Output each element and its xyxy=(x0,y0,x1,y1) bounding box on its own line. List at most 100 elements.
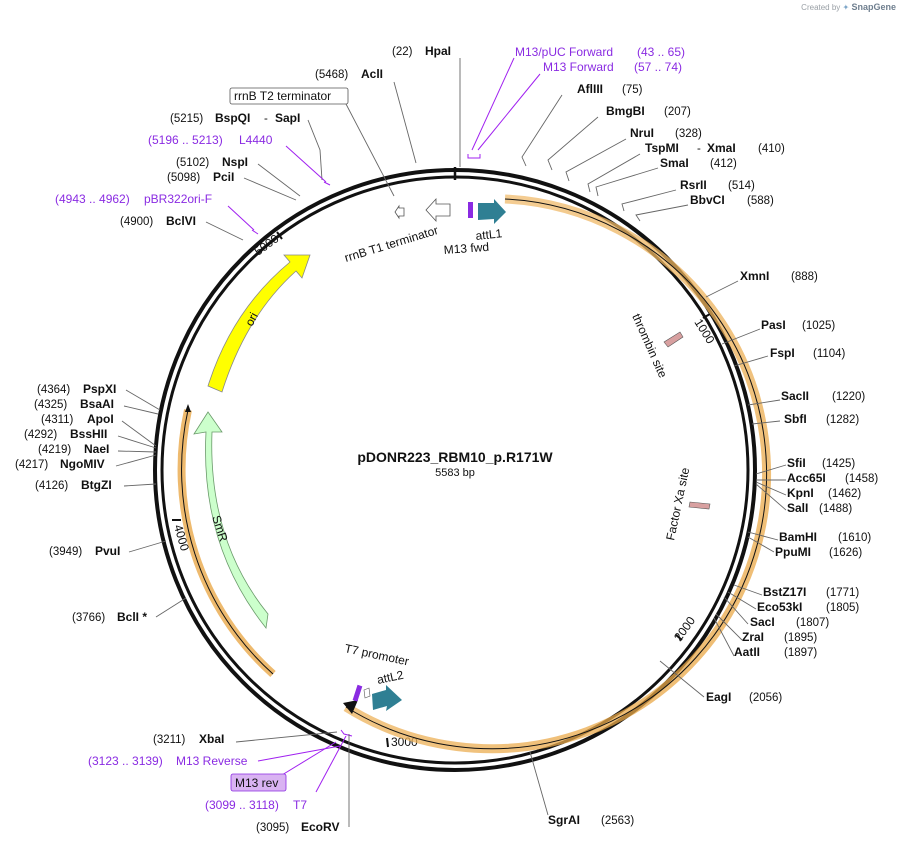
enzyme-SmaI[interactable]: SmaI (412) xyxy=(660,156,737,170)
enzyme-BspQI-SapI[interactable]: (5215) BspQI - SapI xyxy=(170,111,300,125)
enzyme-AflIII-pos: (75) xyxy=(622,84,643,96)
enzyme-RsrII-pos: (514) xyxy=(728,180,755,192)
attL1-label: attL1 xyxy=(475,226,503,243)
primer-m13-puc-forward-name: M13/pUC Forward xyxy=(515,45,613,59)
primer-m13-reverse[interactable]: (3123 .. 3139) M13 Reverse xyxy=(88,754,248,768)
enzyme-ApoI[interactable]: (4311) ApoI xyxy=(41,412,114,426)
enzyme-Acc65I[interactable]: Acc65I (1458) xyxy=(787,471,878,485)
enzyme-PciI-pos: (5098) xyxy=(167,172,200,184)
smr-feature[interactable] xyxy=(193,411,269,629)
attL2-feature[interactable] xyxy=(372,685,402,711)
enzyme-BclVI[interactable]: (4900) BclVI xyxy=(120,214,196,228)
thrombin-site-feature[interactable] xyxy=(663,331,684,348)
enzyme-NaeI[interactable]: (4219) NaeI xyxy=(38,442,109,456)
enzyme-NruI[interactable]: NruI (328) xyxy=(630,126,702,140)
orf-arc[interactable] xyxy=(343,194,771,754)
plasmid-name: pDONR223_RBM10_p.R171W xyxy=(357,449,553,465)
enzyme-FspI[interactable]: FspI (1104) xyxy=(770,346,846,360)
enzyme-PasI-name: PasI xyxy=(761,318,786,332)
m13-rev-feature[interactable] xyxy=(352,684,363,702)
enzyme-ZraI-name: ZraI xyxy=(742,630,764,644)
enzyme-PasI[interactable]: PasI (1025) xyxy=(761,318,835,332)
enzyme-RsrII[interactable]: RsrII (514) xyxy=(680,178,755,192)
m13-fwd-feature[interactable] xyxy=(468,202,473,218)
primer-m13-puc-forward[interactable]: M13/pUC Forward (43 .. 65) xyxy=(515,45,685,59)
primer-pBR322ori-F[interactable]: (4943 .. 4962) pBR322ori-F xyxy=(55,192,212,206)
enzyme-SbfI[interactable]: SbfI (1282) xyxy=(784,412,859,426)
enzyme-TspMI-XmaI[interactable]: TspMI - XmaI (410) xyxy=(645,141,785,155)
enzyme-NruI-name: NruI xyxy=(630,126,654,140)
enzyme-PspXI[interactable]: (4364) PspXI xyxy=(37,382,116,396)
enzyme-PpuMI[interactable]: PpuMI (1626) xyxy=(775,545,862,559)
enzyme-BstZ17I-name: BstZ17I xyxy=(763,585,806,599)
enzyme-NaeI-pos: (4219) xyxy=(38,444,71,456)
enzyme-NgoMIV-pos: (4217) xyxy=(15,459,48,471)
enzyme-BclVI-pos: (4900) xyxy=(120,216,153,228)
plasmid-size: 5583 bp xyxy=(435,467,475,479)
enzyme-PvuI-pos: (3949) xyxy=(49,546,82,558)
enzyme-BtgZI-pos: (4126) xyxy=(35,480,68,492)
enzyme-SfiI[interactable]: SfiI (1425) xyxy=(787,456,855,470)
primer-m13-forward[interactable]: M13 Forward (57 .. 74) xyxy=(543,60,682,74)
enzyme-XmnI[interactable]: XmnI (888) xyxy=(740,269,818,283)
enzyme-BclVI-name: BclVI xyxy=(166,214,196,228)
attL1-feature[interactable] xyxy=(478,199,506,224)
enzyme-SacI-pos: (1807) xyxy=(796,617,829,629)
enzyme-BtgZI[interactable]: (4126) BtgZI xyxy=(35,478,112,492)
enzyme-SacII[interactable]: SacII (1220) xyxy=(781,389,865,403)
enzyme-EcoRV[interactable]: (3095) EcoRV xyxy=(256,820,339,834)
rrnB-T2-label-box[interactable]: rrnB T2 terminator xyxy=(229,87,349,105)
enzyme-SgrAI-pos: (2563) xyxy=(601,815,634,827)
enzyme-BclI[interactable]: (3766) BclI * xyxy=(72,610,147,624)
enzyme-SacI[interactable]: SacI (1807) xyxy=(750,615,829,629)
enzyme-PasI-pos: (1025) xyxy=(802,320,835,332)
snapgene-brand: SnapGene xyxy=(851,2,896,12)
enzyme-BstZ17I[interactable]: BstZ17I (1771) xyxy=(763,585,859,599)
m13-reverse-primer-mark[interactable] xyxy=(340,729,353,737)
enzyme-PvuI[interactable]: (3949) PvuI xyxy=(49,544,120,558)
pBR322ori-primer-mark[interactable] xyxy=(251,229,259,235)
enzyme-NaeI-name: NaeI xyxy=(84,442,109,456)
rrnB-T1-feature[interactable] xyxy=(425,197,451,223)
m13-rev-box[interactable]: M13 rev xyxy=(230,773,287,792)
smr-label: SmR xyxy=(209,514,231,544)
enzyme-KpnI[interactable]: KpnI (1462) xyxy=(787,486,861,500)
enzyme-AclI[interactable]: (5468) AclI xyxy=(315,67,383,81)
enzyme-BsaAI[interactable]: (4325) BsaAI xyxy=(34,397,114,411)
enzyme-ZraI-pos: (1895) xyxy=(784,632,817,644)
enzyme-SgrAI[interactable]: SgrAI (2563) xyxy=(548,813,634,827)
enzyme-SbfI-name: SbfI xyxy=(784,412,807,426)
enzyme-SalI[interactable]: SalI (1488) xyxy=(787,501,852,515)
enzyme-NgoMIV[interactable]: (4217) NgoMIV xyxy=(15,457,105,471)
enzyme-BbvCI[interactable]: BbvCI (588) xyxy=(690,193,774,207)
m13-forward-primer-mark[interactable] xyxy=(467,154,481,159)
ori-feature[interactable] xyxy=(207,254,311,393)
leader-lines xyxy=(115,57,787,827)
L4440-primer-mark[interactable] xyxy=(323,181,331,186)
factor-xa-feature[interactable] xyxy=(688,501,711,510)
primer-m13-forward-range: (57 .. 74) xyxy=(634,60,682,74)
enzyme-BssHII[interactable]: (4292) BssHII xyxy=(24,427,107,441)
enzyme-BspQI-name: BspQI xyxy=(215,111,250,125)
enzyme-BamHI-name: BamHI xyxy=(779,530,817,544)
enzyme-ZraI[interactable]: ZraI (1895) xyxy=(742,630,817,644)
enzyme-XmnI-pos: (888) xyxy=(791,271,818,283)
enzyme-EagI[interactable]: EagI (2056) xyxy=(706,690,782,704)
t7-promoter-feature[interactable] xyxy=(363,687,371,699)
enzyme-BamHI[interactable]: BamHI (1610) xyxy=(779,530,871,544)
enzyme-PciI[interactable]: (5098) PciI xyxy=(167,170,234,184)
enzyme-AatII-pos: (1897) xyxy=(784,647,817,659)
enzyme-HpaI[interactable]: (22) HpaI xyxy=(392,44,451,58)
primer-T7[interactable]: (3099 .. 3118) T7 xyxy=(205,798,307,812)
enzyme-AflIII[interactable]: AflIII (75) xyxy=(577,82,643,96)
enzyme-XbaI[interactable]: (3211) XbaI xyxy=(153,732,224,746)
primer-m13-reverse-name: M13 Reverse xyxy=(176,754,248,768)
enzyme-NspI[interactable]: (5102) NspI xyxy=(176,155,248,169)
enzyme-AatII[interactable]: AatII (1897) xyxy=(734,645,817,659)
enzyme-Eco53kI[interactable]: Eco53kI (1805) xyxy=(757,600,859,614)
primer-L4440[interactable]: (5196 .. 5213) L4440 xyxy=(148,133,273,147)
enzyme-HpaI-pos: (22) xyxy=(392,46,413,58)
rrnB-T2-feature[interactable] xyxy=(394,204,405,220)
enzyme-BmgBI[interactable]: BmgBI (207) xyxy=(606,104,691,118)
